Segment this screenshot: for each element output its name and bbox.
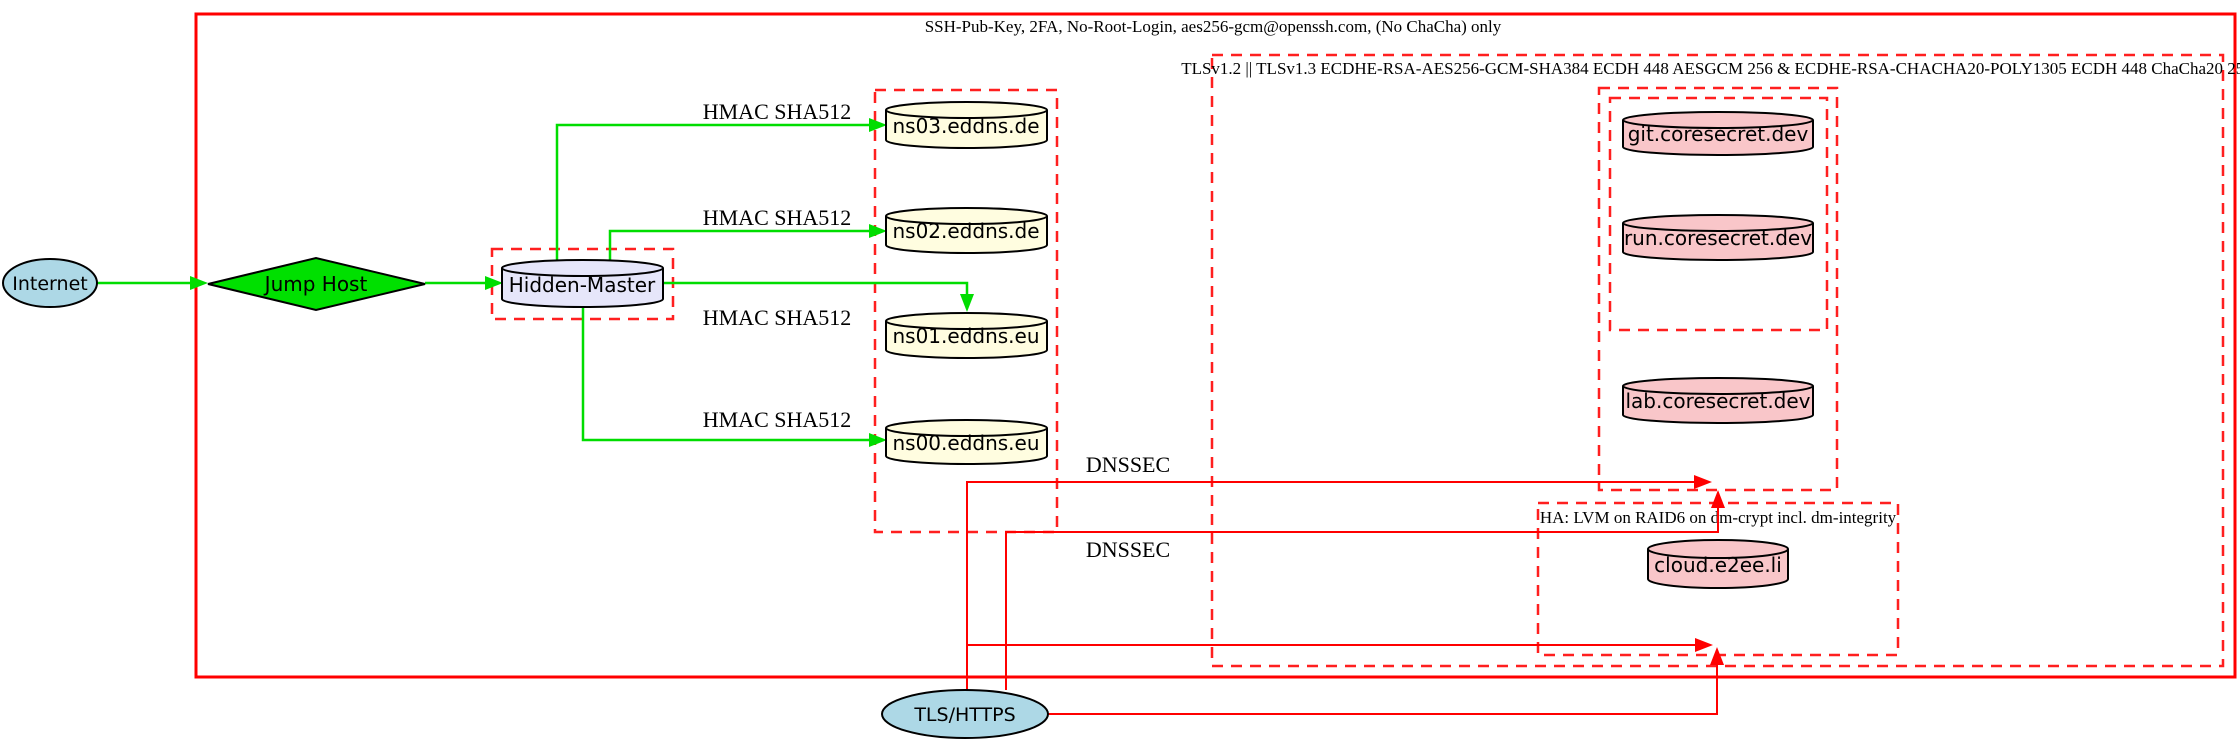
internet-label: Internet [12,273,87,295]
arrowhead-ns02 [869,224,887,238]
tls-cluster-label: TLSv1.2 || TLSv1.3 ECDHE-RSA-AES256-GCM-… [1181,59,2240,78]
ssh-cluster-label: SSH-Pub-Key, 2FA, No-Root-Login, aes256-… [925,17,1502,36]
node-jump-host: Jump Host [207,256,426,312]
edge-label-dnssec-lower: DNSSEC [1086,537,1170,562]
git-label: git.coresecret.dev [1628,122,1809,146]
lab-cylinder-rim [1622,385,1814,395]
node-internet: Internet [2,258,98,308]
tls-cluster-border [1210,53,2225,668]
arrowhead-ns01 [960,294,974,312]
arrowhead-jumphost-hiddenmaster [485,276,503,290]
ns02-cylinder-rim [885,215,1048,225]
ns03-cylinder [885,101,1048,149]
ns03-label: ns03.eddns.de [892,114,1039,138]
node-lab: lab.coresecret.dev [1622,377,1814,424]
hidden-master-label: Hidden-Master [509,273,656,297]
arrowhead-dnssec-upper [1694,475,1712,489]
edge-label-hmac-ns00: HMAC SHA512 [703,407,852,432]
edge-tls-ha-vertical [1048,658,1718,715]
node-hidden-master: Hidden-Master [501,259,664,308]
edge-label-hmac-ns03: HMAC SHA512 [703,99,852,124]
ns01-cylinder [885,312,1048,359]
ns00-label: ns00.eddns.eu [892,431,1039,455]
lab-cylinder [1622,377,1814,424]
node-ns02: ns02.eddns.de [885,207,1048,254]
git-cylinder [1622,111,1814,156]
ns00-cylinder [885,419,1048,465]
edge-hiddenmaster-ns02 [608,229,876,262]
arrowhead-dnssec-lower [1711,490,1725,508]
run-cylinder [1622,214,1814,261]
ssh-cluster-border [194,12,2237,679]
ns01-cylinder-rim [885,320,1048,330]
git-cylinder-rim [1622,119,1814,129]
cloud-cylinder-rim [1647,548,1789,559]
node-ns01: ns01.eddns.eu [885,312,1048,359]
ns02-cylinder [885,207,1048,254]
nameserver-cluster-border [873,88,1059,534]
jump-host-diamond [207,256,426,312]
coresecret-outer-cluster-border [1597,86,1839,492]
ns02-label: ns02.eddns.de [892,219,1039,243]
node-cloud: cloud.e2ee.li [1647,539,1789,589]
edge-label-hmac-ns02: HMAC SHA512 [703,205,852,230]
hidden-master-cylinder-rim [501,267,664,277]
edge-hiddenmaster-ns01 [663,281,969,301]
ns01-label: ns01.eddns.eu [892,324,1039,348]
hidden-master-cylinder [501,259,664,308]
tls-https-ellipse [881,689,1049,739]
lab-label: lab.coresecret.dev [1625,389,1810,413]
ns03-cylinder-rim [885,109,1048,119]
edge-dnssec-upper [966,481,1698,690]
internet-ellipse [2,258,98,308]
run-cylinder-rim [1622,222,1814,232]
node-ns03: ns03.eddns.de [885,101,1048,149]
node-tls-https: TLS/HTTPS [881,689,1049,739]
edge-hiddenmaster-ns03 [555,123,876,262]
edge-dnssec-lower [1005,501,1719,690]
edge-label-hmac-ns01: HMAC SHA512 [703,305,852,330]
arrowhead-ns03 [869,118,887,132]
jump-host-label: Jump Host [263,272,368,296]
ns00-cylinder-rim [885,427,1048,437]
cloud-label: cloud.e2ee.li [1654,553,1782,577]
edge-hiddenmaster-ns00 [581,306,876,442]
arrowhead-ns00 [869,433,887,447]
edge-label-dnssec-upper: DNSSEC [1086,452,1170,477]
node-git: git.coresecret.dev [1622,111,1814,156]
coresecret-inner-cluster-border [1608,96,1829,332]
arrowhead-internet-jumphost [190,276,208,290]
run-label: run.coresecret.dev [1624,226,1812,250]
cloud-cylinder [1647,539,1789,589]
arrowhead-tls-ha-horizontal [1695,638,1713,652]
tls-https-label: TLS/HTTPS [913,704,1015,726]
node-run: run.coresecret.dev [1622,214,1814,261]
node-ns00: ns00.eddns.eu [885,419,1048,465]
arrowhead-tls-ha-vertical [1710,647,1724,665]
